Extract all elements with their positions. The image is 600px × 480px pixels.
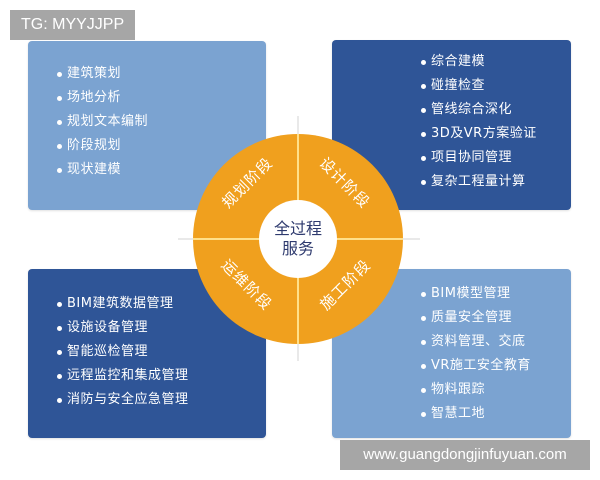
planning-stage-panel: 建筑策划 场地分析 规划文本编制 阶段规划 现状建模 (28, 41, 266, 210)
operation-items-list: BIM建筑数据管理 设施设备管理 智能巡检管理 远程监控和集成管理 消防与安全应… (57, 292, 189, 412)
list-item: BIM模型管理 (421, 282, 531, 306)
bullet-icon (421, 156, 426, 161)
bullet-icon (57, 302, 62, 307)
list-item: 质量安全管理 (421, 306, 531, 330)
design-items-list: 综合建模 碰撞检查 管线综合深化 3D及VR方案验证 项目协同管理 复杂工程量计… (421, 50, 537, 194)
url-watermark: www.guangdongjinfuyuan.com (340, 440, 590, 470)
bullet-icon (421, 388, 426, 393)
list-item: 规划文本编制 (57, 110, 148, 134)
list-item: 建筑策划 (57, 62, 148, 86)
list-item: 碰撞检查 (421, 74, 537, 98)
list-item: 复杂工程量计算 (421, 170, 537, 194)
list-item: 管线综合深化 (421, 98, 537, 122)
bullet-icon (57, 398, 62, 403)
bullet-icon (57, 374, 62, 379)
bullet-icon (421, 60, 426, 65)
bullet-icon (57, 350, 62, 355)
list-item: 物料跟踪 (421, 378, 531, 402)
bullet-icon (421, 316, 426, 321)
bullet-icon (57, 144, 62, 149)
list-item: 阶段规划 (57, 134, 148, 158)
bullet-icon (57, 96, 62, 101)
list-item: 3D及VR方案验证 (421, 122, 537, 146)
list-item: BIM建筑数据管理 (57, 292, 189, 316)
bullet-icon (421, 132, 426, 137)
bullet-icon (57, 72, 62, 77)
list-item: 智慧工地 (421, 402, 531, 426)
planning-items-list: 建筑策划 场地分析 规划文本编制 阶段规划 现状建模 (57, 62, 148, 182)
bullet-icon (421, 108, 426, 113)
list-item: VR施工安全教育 (421, 354, 531, 378)
list-item: 设施设备管理 (57, 316, 189, 340)
list-item: 综合建模 (421, 50, 537, 74)
bullet-icon (421, 180, 426, 185)
list-item: 项目协同管理 (421, 146, 537, 170)
center-title-line1: 全过程 (273, 219, 322, 238)
bullet-icon (421, 292, 426, 297)
bullet-icon (421, 84, 426, 89)
center-hub: 全过程 服务 (259, 200, 337, 278)
bullet-icon (421, 340, 426, 345)
planning-stage-label: 规划阶段 (218, 153, 277, 212)
tg-watermark: TG: MYYJJPP (10, 10, 135, 40)
list-item: 资料管理、交底 (421, 330, 531, 354)
list-item: 现状建模 (57, 158, 148, 182)
list-item: 远程监控和集成管理 (57, 364, 189, 388)
bullet-icon (57, 326, 62, 331)
list-item: 消防与安全应急管理 (57, 388, 189, 412)
list-item: 场地分析 (57, 86, 148, 110)
design-stage-label: 设计阶段 (315, 153, 374, 212)
bullet-icon (57, 120, 62, 125)
center-title-line2: 服务 (281, 239, 314, 258)
construction-items-list: BIM模型管理 质量安全管理 资料管理、交底 VR施工安全教育 物料跟踪 智慧工… (421, 282, 531, 426)
list-item: 智能巡检管理 (57, 340, 189, 364)
bullet-icon (421, 412, 426, 417)
bullet-icon (421, 364, 426, 369)
bullet-icon (57, 168, 62, 173)
